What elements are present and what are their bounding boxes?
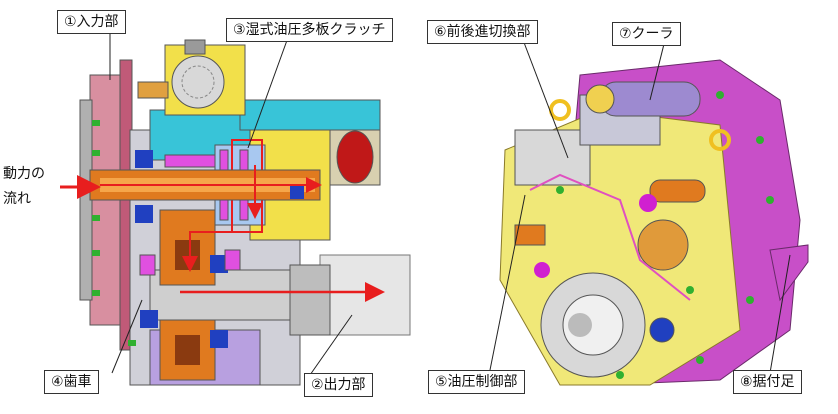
- power-flow-label-line1: 動力の: [3, 166, 45, 182]
- label-hydraulic-control: ⑤油圧制御部: [428, 370, 525, 394]
- label-input: ①入力部: [57, 10, 126, 34]
- label-cooler: ⑦クーラ: [612, 22, 681, 46]
- label-foot: ⑧据付足: [733, 370, 802, 394]
- exterior-view: [489, 31, 809, 386]
- label-output: ②出力部: [304, 373, 373, 397]
- power-flow-label-line2: 流れ: [3, 191, 31, 207]
- cross-section-view: [60, 31, 411, 386]
- label-gear: ④歯車: [44, 370, 99, 394]
- label-shift: ⑥前後進切換部: [427, 20, 538, 44]
- label-clutch: ③湿式油圧多板クラッチ: [226, 18, 393, 42]
